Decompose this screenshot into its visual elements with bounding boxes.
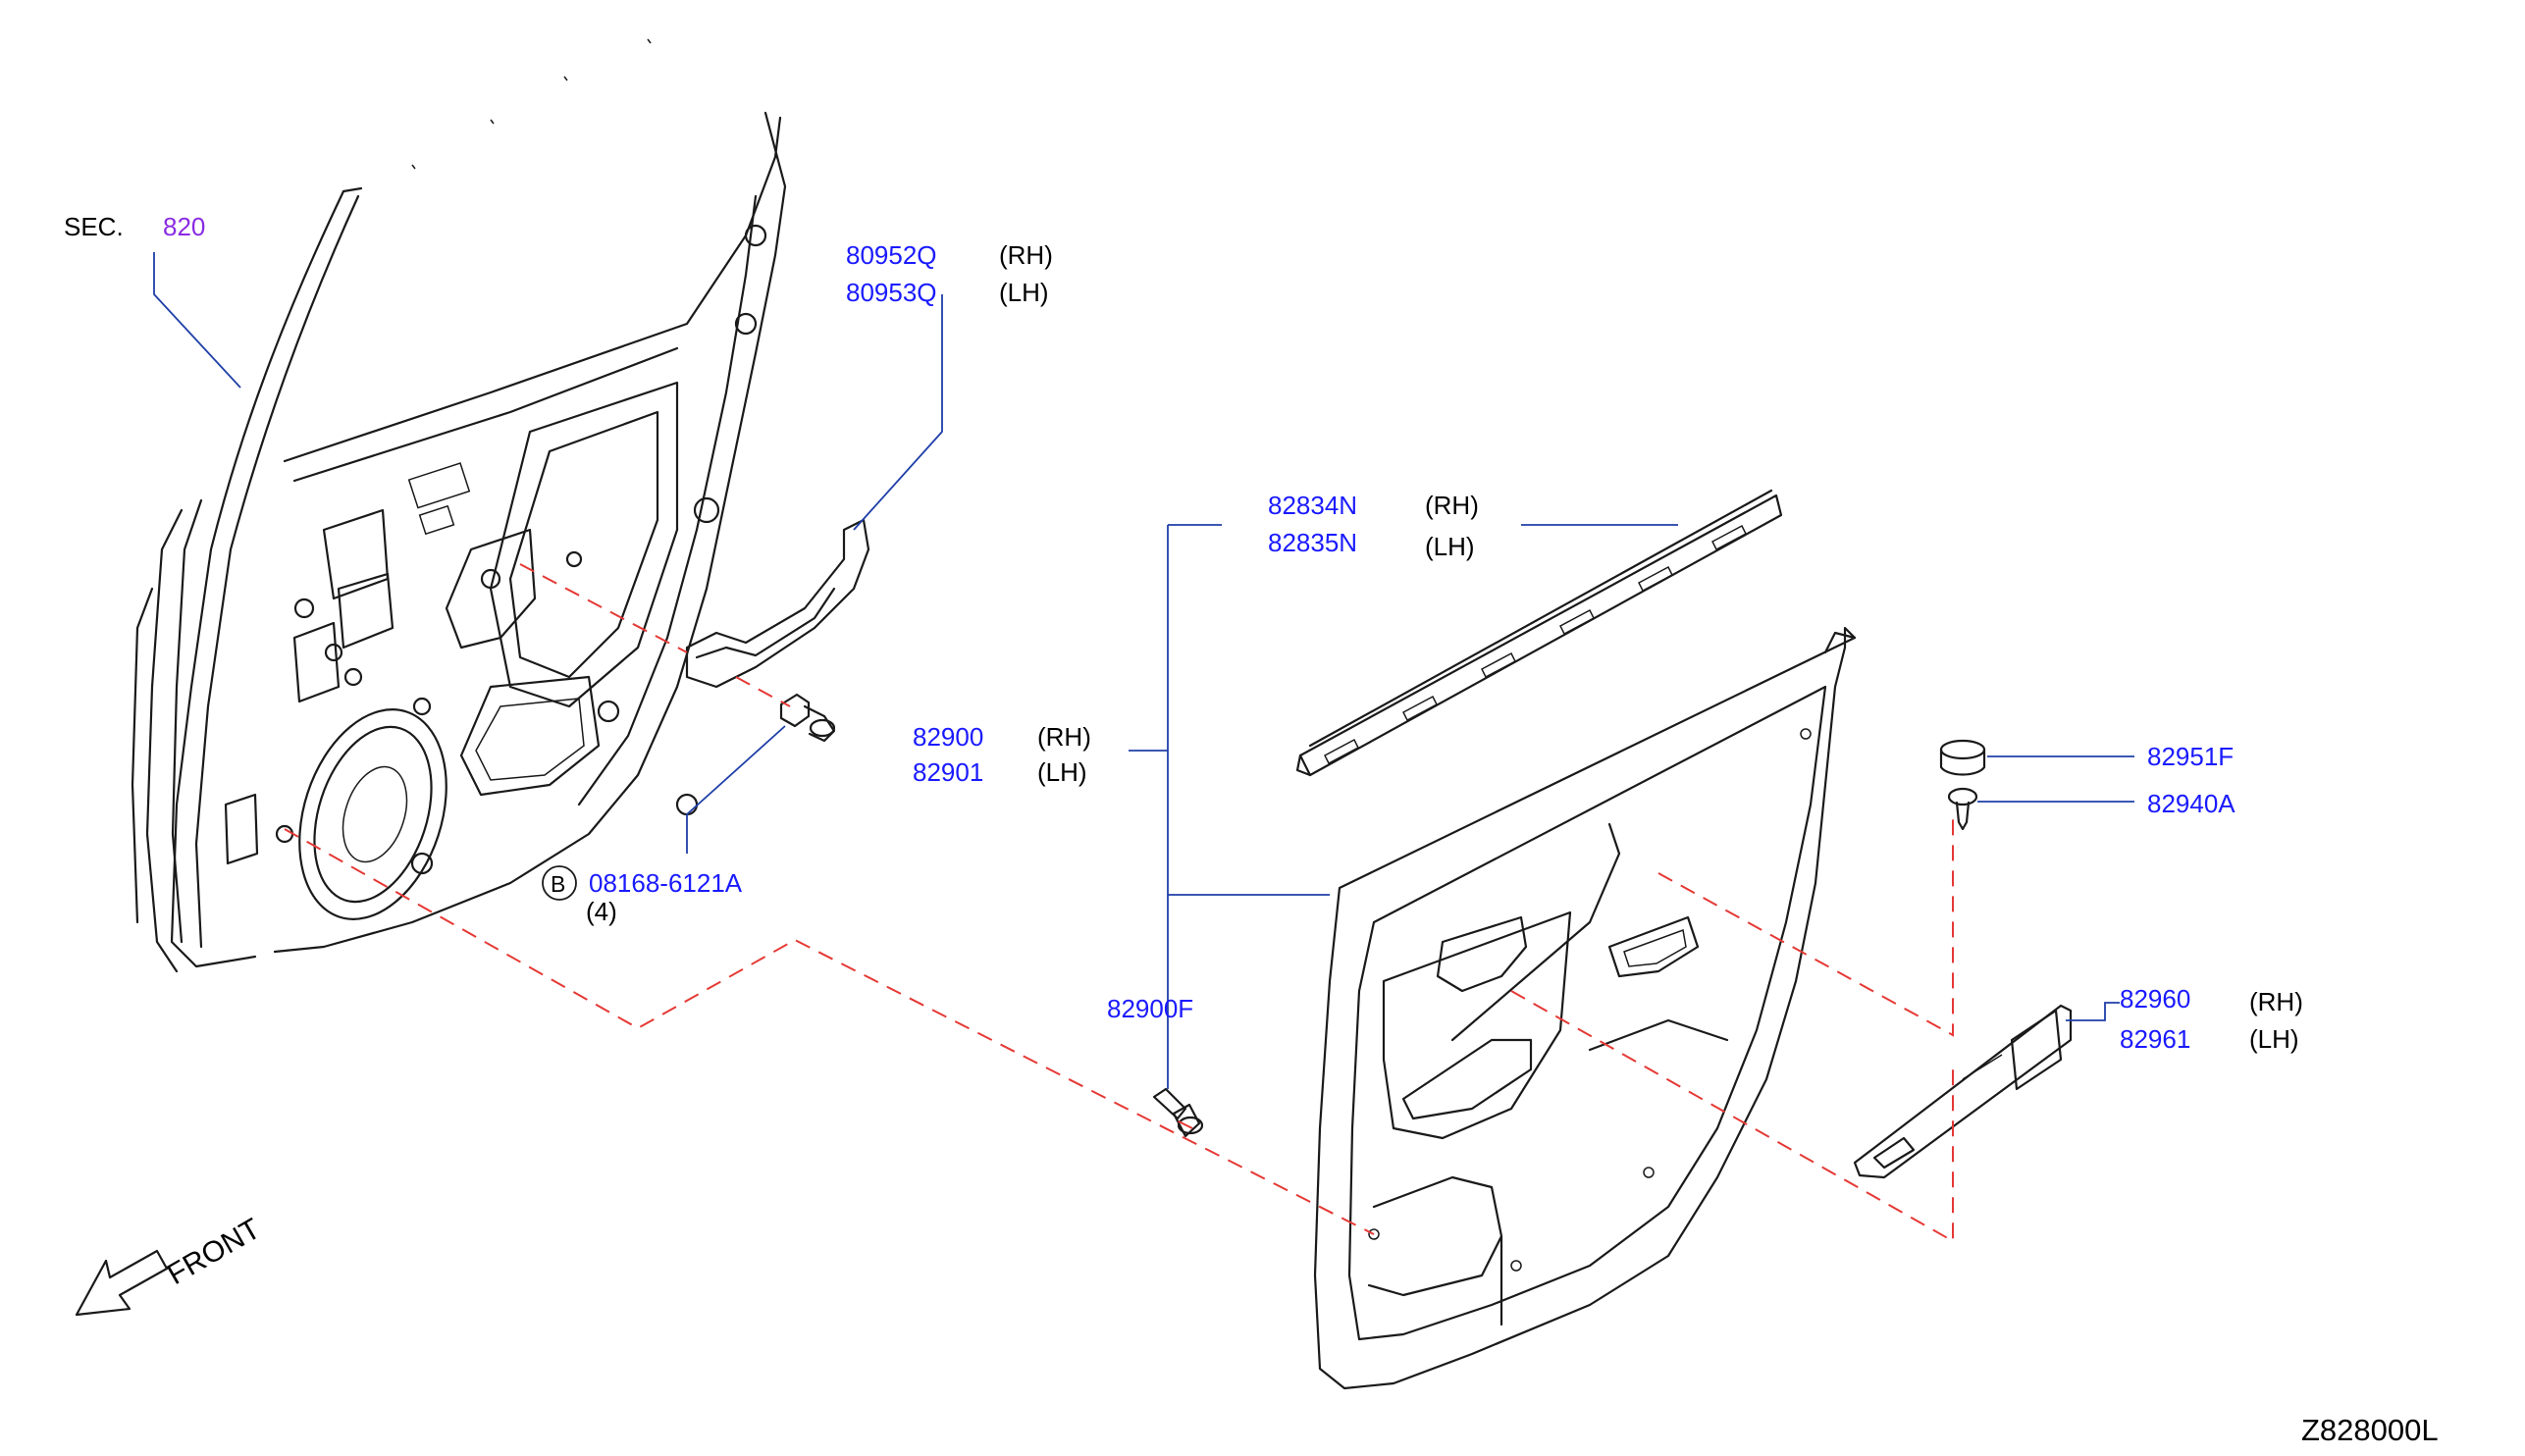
- door-finisher-part: [1313, 626, 1857, 1390]
- callout-82900f[interactable]: 82900F: [1107, 994, 1193, 1023]
- callout-80952q[interactable]: 80952Q: [846, 240, 937, 270]
- bracket-part: [685, 518, 870, 689]
- callout-82835n-side: (LH): [1425, 532, 1475, 561]
- callout-82835n[interactable]: 82835N: [1268, 528, 1357, 557]
- callout-80953q-side: (LH): [999, 278, 1049, 307]
- armrest-finisher-part: [1853, 1004, 2073, 1179]
- diagram-id: Z828000L: [2301, 1413, 2439, 1447]
- bolt-b-circle: [542, 865, 577, 901]
- callout-82960[interactable]: 82960: [2120, 984, 2190, 1014]
- cap-part: [1939, 739, 1986, 776]
- bolt-prefix: B: [551, 871, 565, 897]
- callout-82900[interactable]: 82900: [913, 722, 983, 752]
- assembly-dashed-lines: [284, 563, 1954, 1243]
- bolt-part: [779, 693, 836, 743]
- callout-82960-side: (RH): [2249, 987, 2303, 1016]
- callout-80952q-side: (RH): [999, 240, 1053, 270]
- leader-lines: [153, 252, 2134, 1089]
- callout-80953q[interactable]: 80953Q: [846, 278, 937, 307]
- callout-82940a[interactable]: 82940A: [2147, 789, 2236, 818]
- front-direction-arrow: [75, 1249, 169, 1317]
- section-number-link[interactable]: 820: [163, 212, 205, 241]
- callout-82901-side: (LH): [1037, 757, 1087, 787]
- callout-82900-side: (RH): [1037, 722, 1091, 752]
- callout-82834n[interactable]: 82834N: [1268, 491, 1357, 520]
- clip-part: [1152, 1087, 1204, 1138]
- screw-part: [1947, 787, 1978, 831]
- callout-82951f[interactable]: 82951F: [2147, 742, 2234, 771]
- front-label: FRONT: [162, 1213, 266, 1291]
- callout-82834n-side: (RH): [1425, 491, 1479, 520]
- callout-08168-6121a[interactable]: 08168-6121A: [589, 868, 743, 898]
- door-inner-panel: [131, 38, 787, 973]
- weatherstrip-part: [1295, 489, 1783, 777]
- callout-82901[interactable]: 82901: [913, 757, 983, 787]
- bolt-quantity: (4): [586, 897, 617, 926]
- callout-82961-side: (LH): [2249, 1024, 2299, 1054]
- callout-82961[interactable]: 82961: [2120, 1024, 2190, 1054]
- section-prefix: SEC.: [64, 212, 124, 241]
